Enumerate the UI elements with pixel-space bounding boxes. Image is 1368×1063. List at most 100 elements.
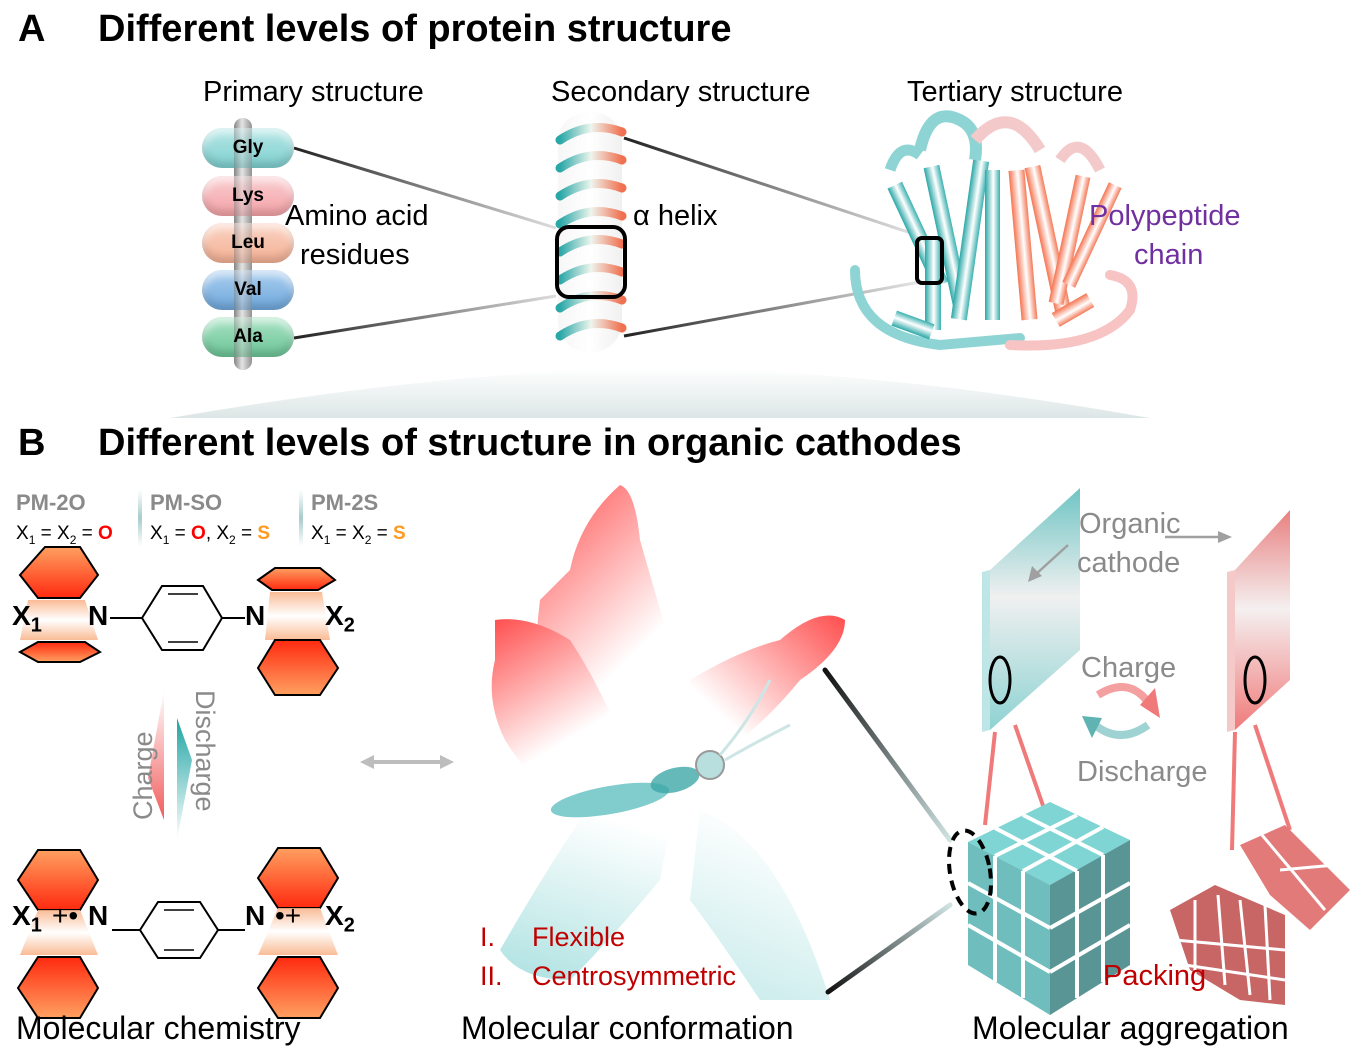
charge-discharge-arrows <box>148 690 192 840</box>
charge-label-vertical: Charge <box>128 731 158 820</box>
formula-text: = <box>371 523 394 544</box>
variant-divider <box>299 490 303 546</box>
highlight-box <box>555 225 627 299</box>
panel-b-letter: B <box>18 422 46 464</box>
secondary-structure-heading: Secondary structure <box>551 76 811 108</box>
oxidized-molecule <box>16 847 340 1019</box>
atom-x1-oxidized: X1 <box>12 900 42 938</box>
discharge-arrow <box>177 718 192 840</box>
atom-subscript: 1 <box>30 914 42 937</box>
molecular-conformation-caption: Molecular conformation <box>461 1010 794 1046</box>
polypeptide-caption-line1: Polypeptide <box>1089 200 1241 232</box>
teal-cathode-panel <box>990 488 1080 730</box>
element-sulfur: S <box>393 523 406 544</box>
zoom-connector-lines-a <box>293 136 921 340</box>
residue-label: Gly <box>232 137 264 158</box>
packing-cubes <box>946 802 1350 1015</box>
aggregation-discharge-label: Discharge <box>1077 756 1208 788</box>
item-text: Centrosymmetric <box>532 961 737 991</box>
neutral-molecule <box>17 546 340 696</box>
highlight-ellipse <box>1243 655 1267 705</box>
organic-cathode-label-line2: cathode <box>1077 547 1181 579</box>
variant-pm-2o-name: PM-2O <box>16 490 86 515</box>
residue-ala: Ala <box>202 317 294 357</box>
atom-n-left-oxidized: N <box>88 900 109 931</box>
highlight-dashed-ellipse <box>946 828 994 916</box>
residue-gly: Gly <box>202 128 294 168</box>
formula-text: X <box>150 523 163 544</box>
radical-cation-right: •+ <box>275 900 302 931</box>
formula-sub: 2 <box>364 532 372 547</box>
atom-x2-oxidized: X2 <box>325 900 355 938</box>
variant-pm-2o-formula: X1 = X2 = O <box>16 523 113 547</box>
backbone-rod-overlay <box>234 118 252 370</box>
atom-x2-neutral: X2 <box>325 600 355 638</box>
amino-acid-caption-line2: residues <box>300 239 410 271</box>
amino-acid-caption-line1: Amino acid <box>285 200 429 232</box>
formula-text: = <box>235 523 258 544</box>
formula-text: X <box>16 523 29 544</box>
formula-text: = <box>169 523 192 544</box>
packing-label: Packing <box>1103 960 1207 992</box>
aggregation-charge-label: Charge <box>1081 652 1177 684</box>
atom-subscript: 2 <box>343 914 355 937</box>
double-arrow-icon <box>360 755 454 769</box>
tertiary-structure-graphic <box>850 110 1138 351</box>
atom-subscript: 2 <box>343 614 355 637</box>
formula-sub: 1 <box>28 532 36 547</box>
formula-text: = X <box>35 523 70 544</box>
variant-divider <box>138 490 142 546</box>
alpha-helix-caption: α helix <box>633 200 718 232</box>
panel-separator <box>170 368 1150 418</box>
element-oxygen: O <box>191 523 206 544</box>
conformation-item-2: II. Centrosymmetric <box>480 961 736 992</box>
discharge-label-vertical: Discharge <box>190 690 220 812</box>
red-cathode-panel <box>1235 510 1290 730</box>
atom-symbol: X <box>325 600 344 631</box>
highlight-ellipse <box>988 655 1012 705</box>
item-text: Flexible <box>532 922 626 952</box>
alpha-helix-graphic <box>555 112 627 352</box>
residue-leu: Leu <box>202 223 294 263</box>
variant-pm-2s-formula: X1 = X2 = S <box>311 523 406 547</box>
item-numeral: II. <box>480 961 503 991</box>
radical-cation-left: +• <box>52 900 79 931</box>
molecular-aggregation-caption: Molecular aggregation <box>972 1010 1289 1046</box>
butterfly-conformation-graphic <box>491 485 845 1000</box>
tertiary-structure-heading: Tertiary structure <box>907 76 1123 108</box>
formula-sub: 2 <box>229 532 236 547</box>
atom-symbol: X <box>12 600 31 631</box>
residue-label: Lys <box>231 185 265 206</box>
formula-text: X <box>311 523 324 544</box>
disordered-red-cubes <box>1170 825 1350 1005</box>
atom-n-right-oxidized: N <box>245 900 266 931</box>
element-sulfur: S <box>257 523 271 544</box>
variant-pm-2s-name: PM-2S <box>311 490 379 515</box>
residue-val: Val <box>202 270 294 310</box>
panel-a-title: Different levels of protein structure <box>98 8 732 50</box>
variant-pm-so-name: PM-SO <box>150 490 223 515</box>
connector-line <box>623 280 921 338</box>
connector-line <box>293 294 557 340</box>
atom-n-right-neutral: N <box>245 600 266 631</box>
molecule-structures <box>16 546 340 1019</box>
connector-line <box>623 136 921 238</box>
formula-text: , X <box>205 523 230 544</box>
atom-subscript: 1 <box>30 614 42 637</box>
highlight-box <box>915 236 944 285</box>
atom-symbol: X <box>325 900 344 931</box>
formula-sub: 2 <box>69 532 77 547</box>
connector-line <box>293 146 557 230</box>
formula-sub: 1 <box>162 532 170 547</box>
formula-text: = X <box>330 523 365 544</box>
residue-lys: Lys <box>202 176 294 216</box>
formula-sub: 1 <box>323 532 331 547</box>
polypeptide-caption-line2: chain <box>1134 239 1204 271</box>
panel-b-title: Different levels of structure in organic… <box>98 422 962 464</box>
formula-text: = <box>76 523 99 544</box>
charge-arrow <box>148 690 164 820</box>
atom-symbol: X <box>12 900 31 931</box>
atom-n-left-neutral: N <box>88 600 109 631</box>
residue-label: Val <box>234 279 262 300</box>
organic-cathode-label-line1: Organic <box>1079 508 1181 540</box>
